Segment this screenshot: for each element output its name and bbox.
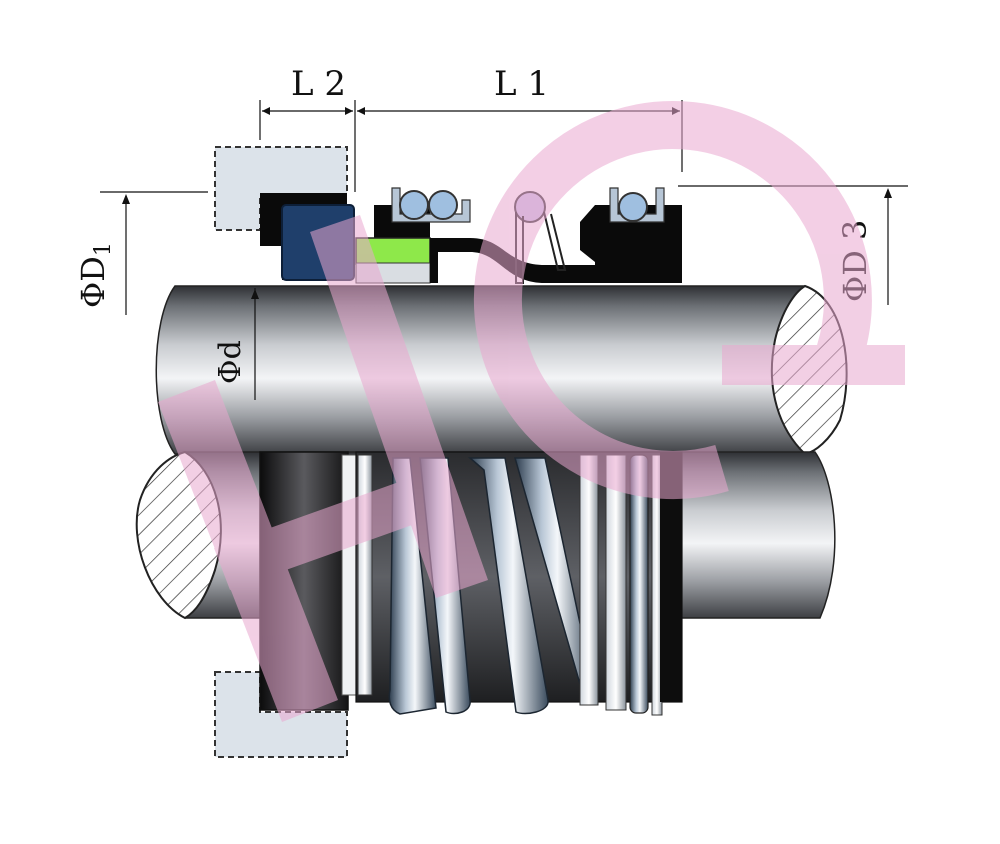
seat-gland-top: [214, 146, 348, 231]
retainer-black: [580, 205, 682, 283]
watermark-logo: HC: [158, 101, 905, 722]
retainer-ring-2: [605, 454, 627, 711]
oring-cup-left: [391, 187, 471, 223]
label-d1-text: ΦD: [74, 256, 112, 308]
label-d1-sub: 1: [91, 242, 116, 256]
oring-left-2: [428, 190, 458, 220]
retainer-ring-1: [579, 454, 599, 706]
label-d: Φd: [213, 340, 248, 384]
retainer-end: [660, 452, 682, 702]
bellows-left-ring: [357, 454, 373, 696]
oring-left-1: [399, 190, 429, 220]
label-l2-text: L 2: [291, 64, 346, 104]
label-l1: L 1: [494, 64, 549, 104]
label-l2: L 2: [291, 64, 346, 104]
label-d-text: Φd: [213, 340, 248, 384]
oring-right: [618, 192, 648, 222]
label-l1-text: L 1: [494, 64, 549, 104]
label-d1: ΦD1: [74, 242, 116, 308]
spring-coil-3: [467, 457, 549, 715]
